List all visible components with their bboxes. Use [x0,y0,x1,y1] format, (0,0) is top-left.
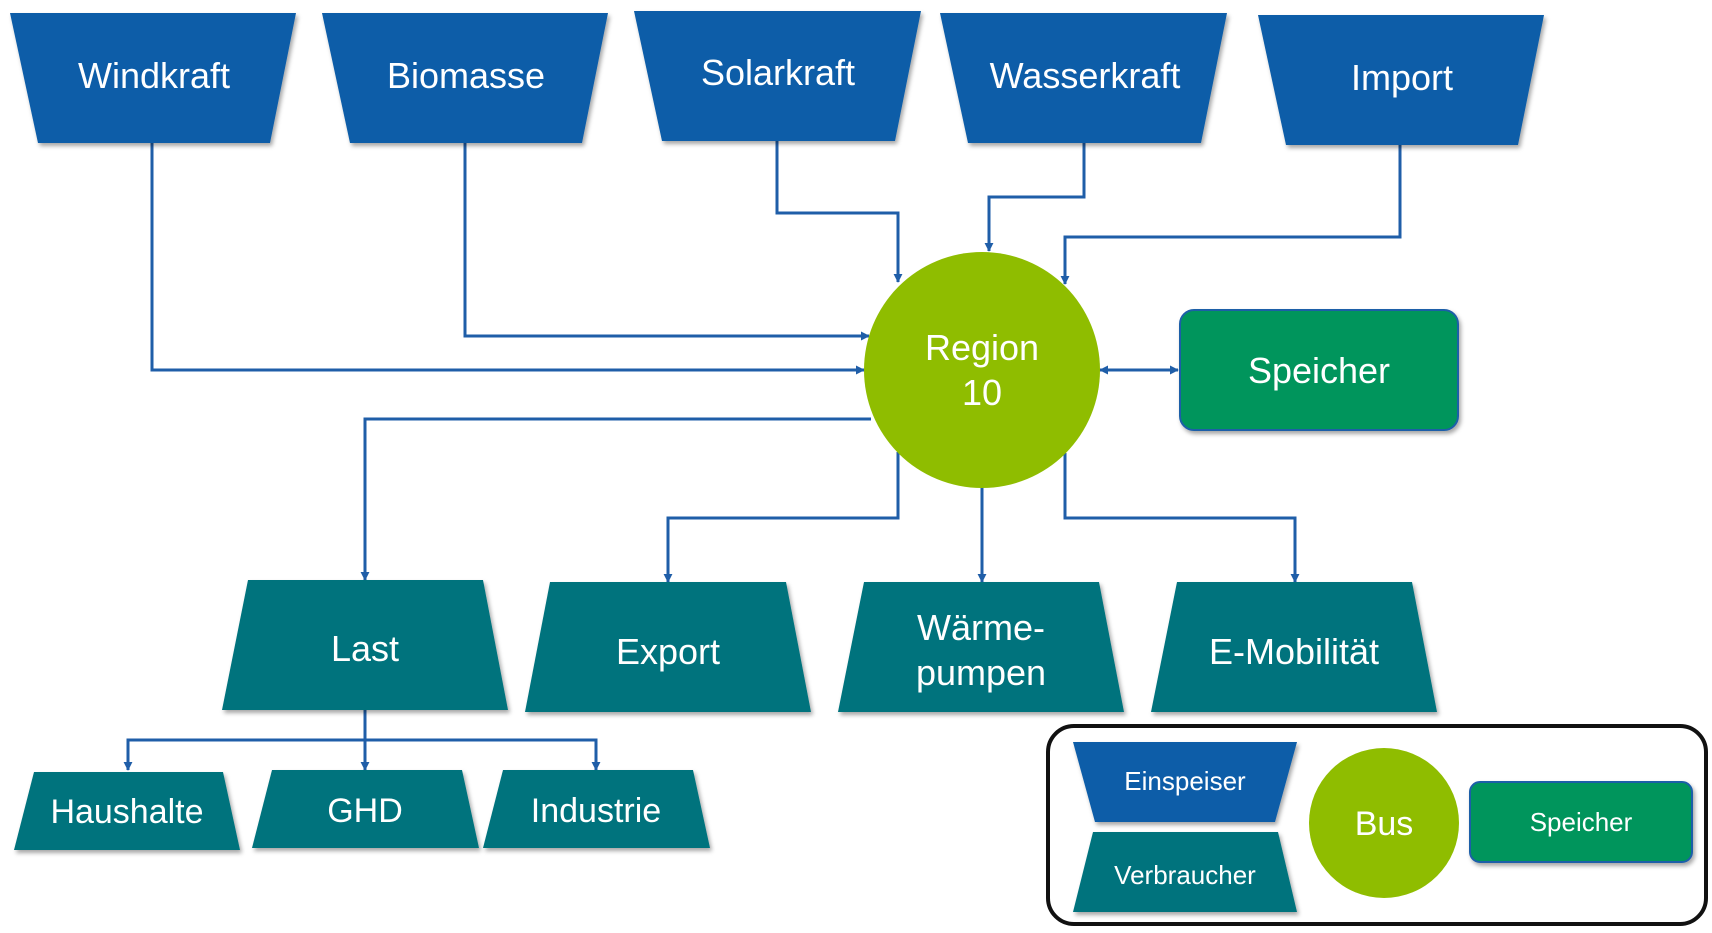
source-windkraft-label: Windkraft [78,55,230,96]
legend-storage-label: Speicher [1530,807,1633,837]
connector-import-to-region [1060,145,1402,285]
legend-consumer: Verbraucher [1073,832,1297,912]
consumer-waermepumpen-label-line2: pumpen [916,652,1046,693]
source-windkraft[interactable]: Windkraft [10,13,296,143]
consumer-waermepumpen[interactable]: Wärme- pumpen [838,582,1124,712]
connector-last-to-industrie [365,738,601,771]
consumer-e-mobilitaet-label: E-Mobilität [1209,631,1379,672]
connector-wasserkraft-to-region [984,143,1086,252]
bus-region-number: 10 [962,372,1002,413]
source-solarkraft[interactable]: Solarkraft [634,11,921,141]
legend-consumer-label: Verbraucher [1114,860,1256,890]
consumer-e-mobilitaet[interactable]: E-Mobilität [1151,582,1437,712]
storage-node[interactable]: Speicher [1179,309,1459,431]
source-import[interactable]: Import [1258,15,1544,145]
legend-feeder-label: Einspeiser [1124,766,1246,796]
connector-region-to-e-mobilitaet [1063,453,1300,583]
legend: Einspeiser Verbraucher Bus Speicher [1046,724,1708,926]
load-haushalte-label: Haushalte [50,793,203,831]
load-ghd[interactable]: GHD [252,770,479,848]
source-wasserkraft-label: Wasserkraft [990,55,1181,96]
connector-region-to-export [663,452,900,583]
connectors [123,141,1402,771]
connector-biomasse-to-region [463,143,870,341]
load-haushalte[interactable]: Haushalte [14,772,240,850]
load-ghd-label: GHD [327,792,403,830]
bus-region-name: Region [925,327,1039,368]
legend-feeder: Einspeiser [1073,742,1297,822]
legend-storage: Speicher [1469,781,1693,863]
legend-bus: Bus [1309,748,1459,898]
consumer-last[interactable]: Last [222,580,508,710]
consumer-export[interactable]: Export [525,582,811,712]
connector-region-to-last [360,417,871,581]
storage-node-label: Speicher [1248,350,1390,391]
source-biomasse-label: Biomasse [387,55,545,96]
legend-bus-label: Bus [1355,805,1414,843]
load-industrie[interactable]: Industrie [483,770,710,848]
load-industrie-label: Industrie [531,792,661,830]
connector-windkraft-to-region [150,143,865,375]
source-solarkraft-label: Solarkraft [701,52,855,93]
source-biomasse[interactable]: Biomasse [322,13,608,143]
source-import-label: Import [1351,57,1453,98]
connector-last-to-haushalte [123,738,365,771]
bus-region[interactable]: Region 10 [864,252,1100,488]
consumer-waermepumpen-label-line1: Wärme- [917,607,1045,648]
consumer-last-label: Last [331,628,399,669]
source-wasserkraft[interactable]: Wasserkraft [940,13,1227,143]
consumer-export-label: Export [616,631,720,672]
connector-solarkraft-to-region [775,141,903,283]
